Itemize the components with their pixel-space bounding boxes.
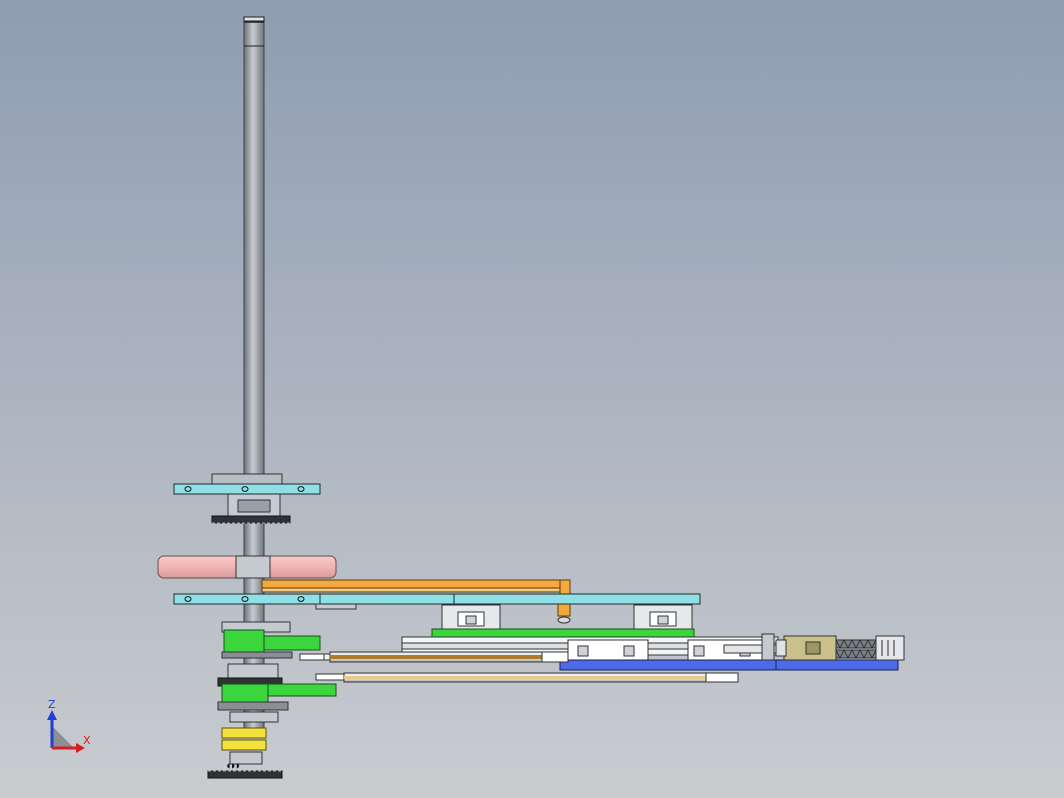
olive-bracket[interactable]	[775, 635, 837, 661]
green-arm-upper[interactable]	[221, 621, 321, 659]
tan-rod[interactable]	[315, 672, 739, 683]
x-axis-arrowhead	[76, 743, 85, 753]
x-axis-label: X	[83, 734, 91, 747]
upper-sprocket[interactable]	[211, 515, 291, 524]
z-axis-label: Z	[48, 698, 56, 711]
ball-screw[interactable]	[723, 633, 885, 661]
linear-guide-block-right[interactable]	[633, 604, 693, 630]
brown-rod[interactable]	[299, 651, 569, 663]
green-arm-lower[interactable]	[217, 663, 337, 711]
linear-guide-block-left[interactable]	[441, 604, 501, 630]
motor-coupling-end[interactable]	[875, 635, 905, 661]
svg-text:◖◗◗: ◖◗◗	[226, 761, 240, 770]
green-carriage-plate[interactable]	[431, 628, 695, 638]
blue-base-plate[interactable]	[559, 659, 899, 671]
triad-plane	[52, 726, 74, 748]
upper-hub[interactable]	[211, 473, 283, 517]
pulley-disc[interactable]	[157, 555, 337, 579]
upper-support-plate[interactable]	[173, 483, 321, 495]
cyan-guide-plate[interactable]	[319, 593, 701, 605]
bottom-sprocket[interactable]: ◖◗◗	[207, 761, 283, 779]
yellow-coupling[interactable]	[221, 711, 279, 765]
z-axis-arrowhead	[47, 710, 57, 720]
vertical-shaft[interactable]	[243, 16, 265, 731]
coordinate-triad: Z X	[47, 698, 91, 753]
